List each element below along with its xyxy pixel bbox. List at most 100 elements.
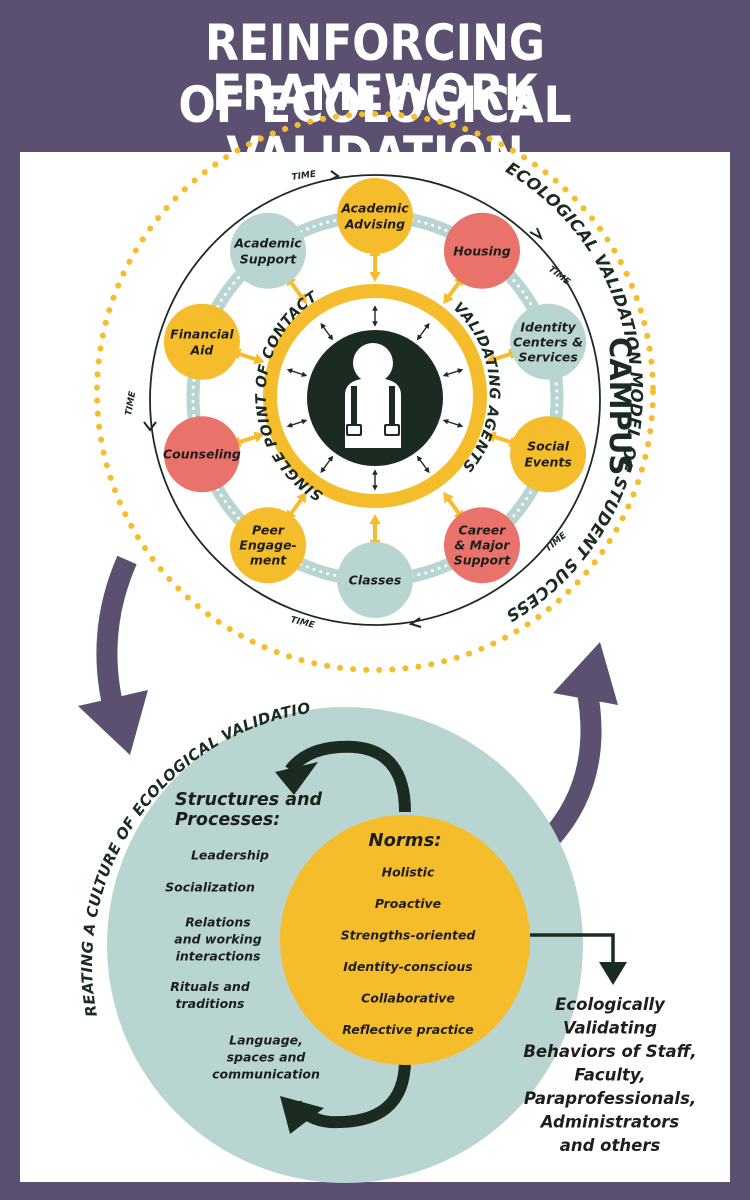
spoke-arrowhead: [296, 292, 307, 305]
structure-item: Socialization: [165, 880, 255, 895]
service-node-label: Support: [454, 553, 512, 568]
structures-title: Structures and: [175, 790, 323, 810]
time-label-left: TIME: [124, 390, 138, 417]
behaviors-line: and others: [560, 1136, 661, 1155]
spoke-arrowhead: [369, 271, 381, 282]
inner-arrow: [442, 368, 464, 377]
up-cycle-arrow: [541, 688, 602, 848]
service-node-label: Financial: [170, 326, 234, 341]
behaviors-line: Validating: [563, 1019, 657, 1038]
inner-arrow: [286, 419, 308, 428]
behaviors-connector: [530, 933, 615, 962]
norms-circle: [280, 815, 530, 1065]
service-node-circle: [510, 303, 587, 380]
service-node-label: Services: [518, 349, 577, 364]
norms-arrow-top: [285, 740, 411, 813]
service-node-label: Career: [459, 523, 507, 538]
inner-arrows: [286, 305, 464, 491]
inner-arrow: [320, 322, 334, 341]
norm-item: Strengths-oriented: [341, 928, 477, 943]
service-node-label: Advising: [344, 217, 405, 232]
hub-spokes: [230, 246, 520, 550]
spoke-arrowhead: [369, 514, 381, 525]
service-node-label: Housing: [453, 243, 511, 258]
structure-item: communication: [212, 1067, 320, 1082]
inner-arrow: [416, 455, 430, 474]
time-cycle-ring: [149, 174, 601, 626]
service-node-label: Events: [524, 455, 571, 470]
norm-item: Collaborative: [361, 991, 455, 1006]
time-label-top: TIME: [291, 170, 318, 183]
structure-item: spaces and: [227, 1050, 307, 1065]
norm-item: Reflective practice: [342, 1022, 474, 1037]
time-arrow-bottom: [408, 617, 422, 628]
spoke-arrowhead: [253, 353, 265, 365]
service-node-label: Support: [240, 251, 298, 266]
structure-item: interactions: [176, 949, 261, 964]
norms-list: Norms: HolisticProactiveStrengths-oriente…: [341, 830, 477, 1037]
service-node-circle: [443, 212, 520, 289]
structure-item: Rituals and: [170, 979, 251, 994]
time-arrow-top: [329, 170, 340, 181]
service-node-circle: [163, 303, 240, 380]
behaviors-line: Administrators: [539, 1113, 680, 1132]
campus-label: CAMPUS: [603, 337, 637, 475]
service-node-label: Academic: [340, 201, 409, 216]
service-node-label: Engage-: [239, 538, 296, 553]
structure-item: Language,: [229, 1033, 303, 1048]
service-node-label: Peer: [252, 523, 285, 538]
norm-item: Identity-conscious: [343, 959, 473, 974]
norms-title: Norms:: [369, 830, 442, 851]
spoke-arrowhead: [253, 431, 265, 443]
spoke-arrowhead: [443, 292, 454, 305]
inner-arrow: [442, 419, 464, 428]
service-node-label: Classes: [349, 573, 402, 588]
time-arrow-right: [529, 227, 543, 241]
behaviors-arrowhead: [599, 962, 627, 985]
campus-dotted-ring: [94, 111, 656, 673]
service-node: Housing: [443, 212, 520, 289]
service-node-label: Counseling: [163, 447, 241, 462]
service-node-label: & Major: [454, 538, 510, 553]
behaviors-line: Ecologically: [555, 995, 666, 1014]
service-node-circle: [443, 507, 520, 584]
service-node-circle: [230, 507, 307, 584]
behaviors-line: Faculty,: [574, 1066, 645, 1085]
service-node-label: ment: [250, 553, 287, 568]
structure-item: and working: [174, 932, 261, 947]
service-node-circle: [337, 542, 413, 618]
service-node: Counseling: [163, 416, 241, 493]
spoke-arrowhead: [485, 353, 497, 365]
service-node-label: Academic: [233, 235, 302, 250]
service-node-label: Identity: [520, 319, 576, 334]
norm-item: Proactive: [375, 896, 441, 911]
student-icon: [345, 343, 401, 448]
structure-item: Leadership: [191, 848, 269, 863]
service-node: Classes: [337, 542, 413, 618]
norm-item: Holistic: [382, 865, 435, 880]
inner-arrow: [286, 368, 308, 377]
title-line-1: REINFORCING FRAMEWORK: [204, 14, 546, 122]
inner-arrow: [416, 322, 430, 341]
behaviors-line: Behaviors of Staff,: [523, 1042, 696, 1061]
service-node-label: Centers &: [513, 334, 583, 349]
spoke-arrowhead: [443, 491, 454, 504]
service-node-circle: [337, 178, 413, 254]
service-node-circle: [510, 416, 587, 493]
service-node-circle: [230, 212, 307, 289]
spoke-arrowhead: [485, 431, 497, 443]
time-label-bottom: TIME: [289, 615, 316, 631]
structure-item: traditions: [176, 996, 245, 1011]
structures-list: Structures andProcesses:LeadershipSocial…: [165, 790, 322, 1082]
behaviors-line: Paraprofessionals,: [524, 1089, 696, 1108]
